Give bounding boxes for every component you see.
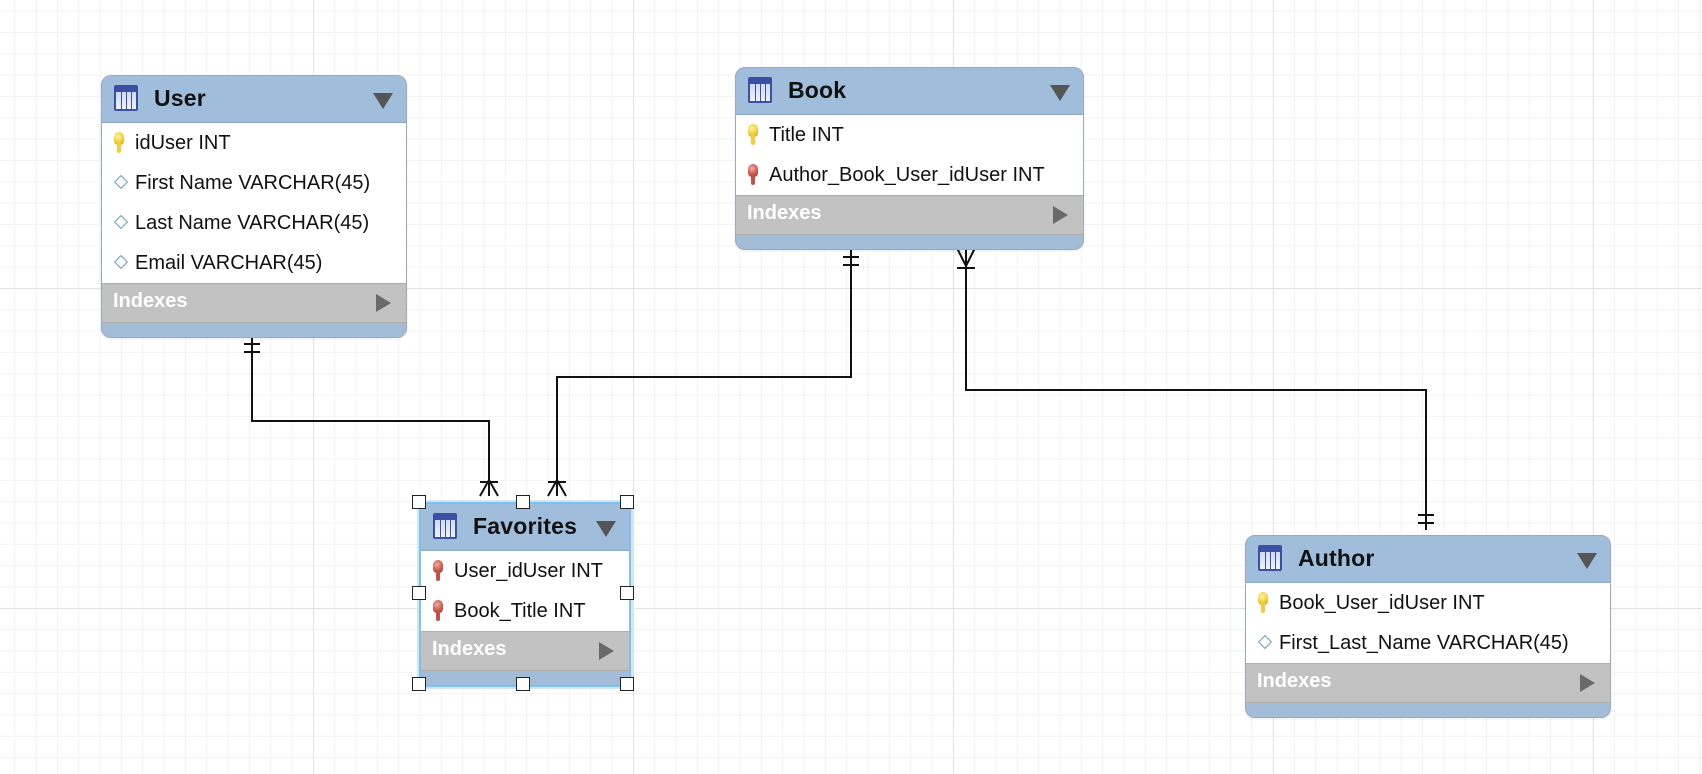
column-row[interactable]: idUser INT — [102, 123, 406, 163]
indexes-section[interactable]: Indexes — [1246, 663, 1610, 703]
entity-header[interactable]: Book — [736, 68, 1083, 115]
resize-handle[interactable] — [620, 586, 634, 600]
column-list: User_idUser INT Book_Title INT — [421, 551, 629, 631]
one-or-many-mark — [956, 247, 976, 269]
column-row[interactable]: Book_User_idUser INT — [1246, 583, 1610, 623]
table-icon — [748, 77, 772, 103]
resize-handle[interactable] — [516, 495, 530, 509]
diamond-icon — [1257, 634, 1273, 650]
entity-footer — [736, 235, 1083, 249]
primary-key-icon — [114, 132, 124, 154]
column-name: Book_Title INT — [454, 600, 586, 622]
table-icon — [1258, 545, 1282, 571]
indexes-section[interactable]: Indexes — [102, 283, 406, 323]
entity-footer — [102, 323, 406, 337]
one-or-many-mark — [479, 477, 499, 497]
column-name: User_idUser INT — [454, 560, 603, 582]
relationship-line-user-favorites — [251, 335, 490, 496]
entity-user[interactable]: User idUser INT First Name VARCHAR(45) Last… — [101, 75, 407, 338]
resize-handle[interactable] — [412, 586, 426, 600]
column-row[interactable]: First_Last_Name VARCHAR(45) — [1246, 623, 1610, 663]
indexes-section[interactable]: Indexes — [421, 631, 629, 671]
triangle-right-icon[interactable] — [1580, 674, 1595, 692]
column-name: First_Last_Name VARCHAR(45) — [1279, 632, 1569, 654]
indexes-label: Indexes — [1257, 670, 1332, 692]
column-row[interactable]: Email VARCHAR(45) — [102, 243, 406, 283]
column-row[interactable]: Title INT — [736, 115, 1083, 155]
column-list: Title INT Author_Book_User_idUser INT — [736, 115, 1083, 195]
resize-handle[interactable] — [412, 495, 426, 509]
entity-title: User — [154, 85, 206, 111]
entity-header[interactable]: Favorites — [421, 504, 629, 551]
resize-handle[interactable] — [516, 677, 530, 691]
resize-handle[interactable] — [620, 677, 634, 691]
triangle-right-icon[interactable] — [376, 294, 391, 312]
column-name: First Name VARCHAR(45) — [135, 172, 371, 194]
diamond-icon — [113, 174, 129, 190]
foreign-key-icon — [433, 600, 443, 622]
relationship-line-book-author — [965, 248, 1427, 530]
column-name: Email VARCHAR(45) — [135, 252, 323, 274]
column-row[interactable]: First Name VARCHAR(45) — [102, 163, 406, 203]
entity-title: Book — [788, 77, 847, 103]
foreign-key-icon — [433, 560, 443, 582]
one-or-many-mark — [547, 477, 567, 497]
diamond-icon — [113, 214, 129, 230]
table-icon — [114, 85, 138, 111]
entity-title: Author — [1298, 545, 1375, 571]
indexes-section[interactable]: Indexes — [736, 195, 1083, 235]
column-name: Book_User_idUser INT — [1279, 592, 1485, 614]
entity-title: Favorites — [473, 513, 578, 539]
triangle-down-icon[interactable] — [373, 93, 393, 109]
table-icon — [433, 513, 457, 539]
resize-handle[interactable] — [620, 495, 634, 509]
indexes-label: Indexes — [747, 202, 822, 224]
column-name: Last Name VARCHAR(45) — [135, 212, 370, 234]
diamond-icon — [113, 254, 129, 270]
column-name: Title INT — [769, 124, 844, 146]
indexes-label: Indexes — [113, 290, 188, 312]
resize-handle[interactable] — [412, 677, 426, 691]
entity-footer — [1246, 703, 1610, 717]
column-name: Author_Book_User_idUser INT — [769, 164, 1045, 186]
relationship-line-book-favorites — [556, 248, 852, 496]
triangle-down-icon[interactable] — [1577, 553, 1597, 569]
primary-key-icon — [748, 124, 758, 146]
triangle-right-icon[interactable] — [1053, 206, 1068, 224]
foreign-key-icon — [748, 164, 758, 186]
triangle-down-icon[interactable] — [1050, 85, 1070, 101]
column-row[interactable]: Book_Title INT — [421, 591, 629, 631]
primary-key-icon — [1258, 592, 1268, 614]
triangle-down-icon[interactable] — [596, 521, 616, 537]
column-name: idUser INT — [135, 132, 231, 154]
triangle-right-icon[interactable] — [599, 642, 614, 660]
column-list: Book_User_idUser INT First_Last_Name VARC… — [1246, 583, 1610, 663]
column-row[interactable]: Author_Book_User_idUser INT — [736, 155, 1083, 195]
entity-header[interactable]: Author — [1246, 536, 1610, 583]
column-row[interactable]: Last Name VARCHAR(45) — [102, 203, 406, 243]
column-row[interactable]: User_idUser INT — [421, 551, 629, 591]
indexes-label: Indexes — [432, 638, 507, 660]
column-list: idUser INT First Name VARCHAR(45) Last Nam… — [102, 123, 406, 283]
entity-header[interactable]: User — [102, 76, 406, 123]
